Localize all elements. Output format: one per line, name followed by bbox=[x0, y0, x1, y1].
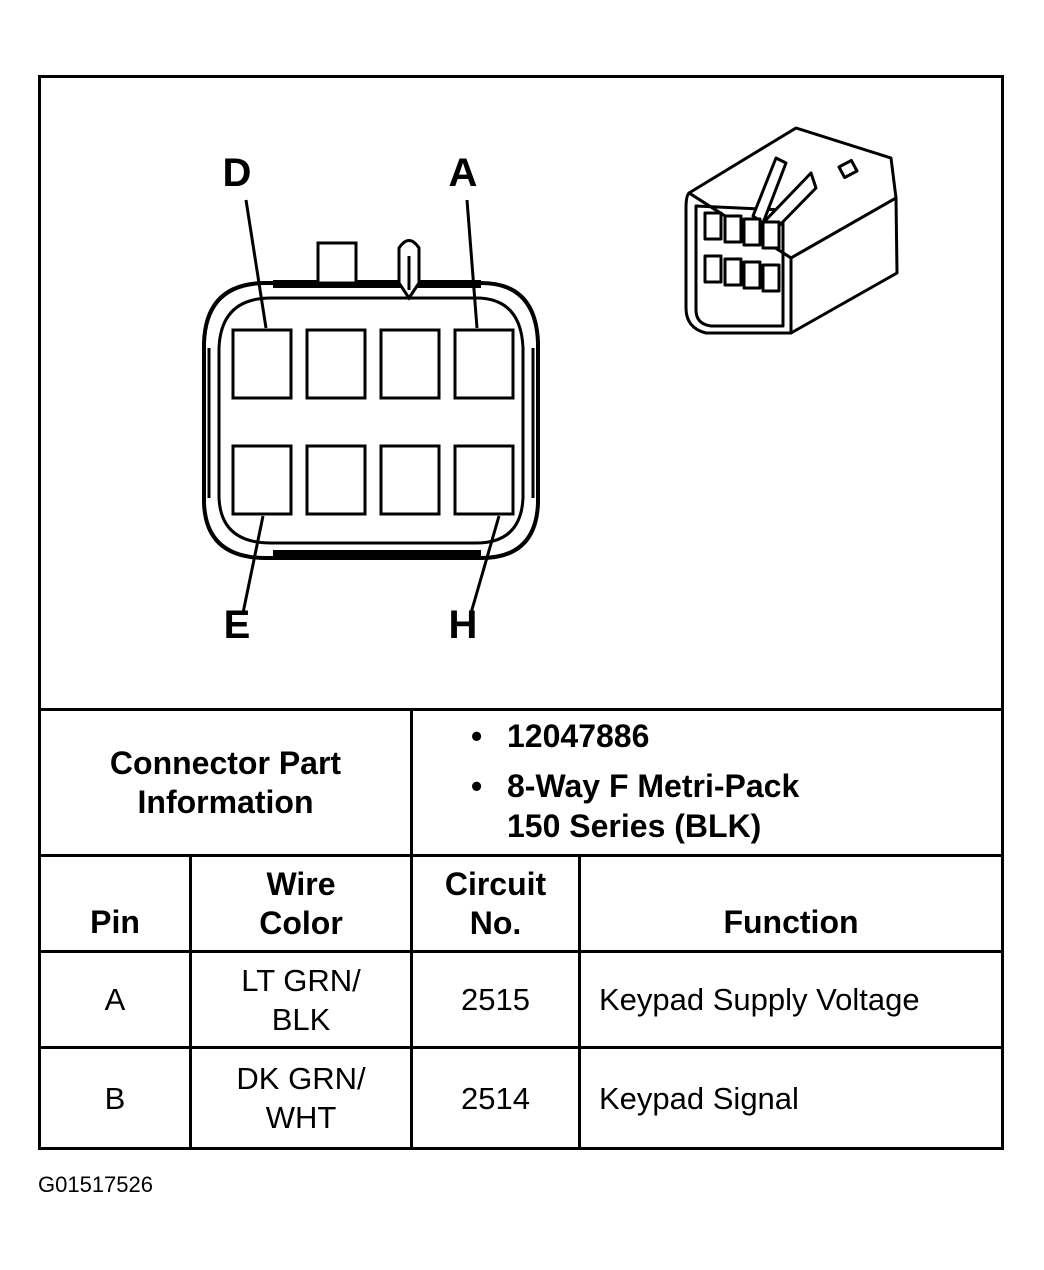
cavity-h bbox=[453, 444, 515, 516]
col-divider-3 bbox=[578, 854, 581, 1147]
part-number: 12047886 bbox=[507, 718, 650, 754]
table-top-border bbox=[41, 708, 1001, 711]
part-info-list: • 12047886 • 8-Way F Metri-Pack 150 Seri… bbox=[471, 716, 991, 856]
col-divider-2 bbox=[410, 854, 413, 1147]
header-bottom-border bbox=[41, 950, 1001, 953]
pin-label-d: D bbox=[223, 151, 252, 195]
row-a-bottom-border bbox=[41, 1046, 1001, 1049]
row-a-wire-color: LT GRN/ BLK bbox=[192, 953, 410, 1046]
pin-label-h: H bbox=[449, 603, 478, 647]
connector-3d-view bbox=[684, 126, 899, 335]
header-circuit-line2: No. bbox=[469, 904, 522, 941]
part-info-item: • 8-Way F Metri-Pack 150 Series (BLK) bbox=[471, 766, 991, 846]
connector-sheet: D A E H bbox=[38, 75, 1004, 1150]
row-b-function-text: Keypad Signal bbox=[599, 1080, 799, 1116]
row-b-wire-color: DK GRN/ WHT bbox=[192, 1049, 410, 1147]
header-circuit-line1: Circuit bbox=[444, 865, 547, 902]
cavity-e bbox=[231, 444, 293, 516]
cavity-a bbox=[453, 328, 515, 400]
header-wire-line2: Color bbox=[259, 904, 343, 941]
part-info-bottom-border bbox=[41, 854, 1001, 857]
figure-id: G01517526 bbox=[38, 1172, 153, 1197]
col-divider-1 bbox=[189, 854, 192, 1147]
row-a-function: Keypad Supply Voltage bbox=[581, 953, 1001, 1046]
part-description-line2: 150 Series (BLK) bbox=[507, 808, 762, 844]
row-a-function-text: Keypad Supply Voltage bbox=[599, 982, 920, 1017]
part-info-label-line2: Information bbox=[137, 783, 314, 820]
pin-cavities bbox=[231, 328, 515, 516]
part-description: 8-Way F Metri-Pack 150 Series (BLK) bbox=[507, 766, 799, 846]
bullet-icon: • bbox=[471, 718, 483, 754]
part-info-label: Connector Part Information bbox=[41, 711, 410, 854]
row-b-function: Keypad Signal bbox=[581, 1049, 1001, 1147]
pin-label-e: E bbox=[224, 603, 251, 647]
cavity-d bbox=[231, 328, 293, 400]
part-info-item: • 12047886 bbox=[471, 716, 991, 756]
header-pin: Pin bbox=[41, 857, 189, 950]
row-a-pin: A bbox=[41, 953, 189, 1046]
cavity-f bbox=[305, 444, 367, 516]
row-b-pin-text: B bbox=[104, 1080, 126, 1116]
header-wire-color: Wire Color bbox=[192, 857, 410, 950]
row-b-circuit-text: 2514 bbox=[461, 1080, 530, 1116]
leader-lines bbox=[241, 199, 501, 614]
part-info-label-line1: Connector Part bbox=[109, 744, 342, 781]
part-info-divider bbox=[410, 708, 413, 857]
row-a-circuit: 2515 bbox=[413, 953, 578, 1046]
row-a-wire-line1: LT GRN/ bbox=[241, 962, 361, 998]
bullet-icon: • bbox=[471, 768, 483, 804]
row-b-circuit: 2514 bbox=[413, 1049, 578, 1147]
row-a-pin-text: A bbox=[104, 982, 126, 1017]
row-b-wire-line1: DK GRN/ bbox=[236, 1061, 366, 1096]
cavity-b bbox=[379, 328, 441, 400]
header-wire-line1: Wire bbox=[266, 865, 336, 902]
row-b-pin: B bbox=[41, 1049, 189, 1147]
header-pin-text: Pin bbox=[90, 904, 140, 940]
connector-face bbox=[202, 239, 540, 560]
row-b-wire-line2: WHT bbox=[265, 1100, 337, 1135]
cavity-g bbox=[379, 444, 441, 516]
row-a-wire-line2: BLK bbox=[271, 1001, 331, 1037]
part-description-line1: 8-Way F Metri-Pack bbox=[507, 768, 800, 804]
header-circuit: Circuit No. bbox=[413, 857, 578, 950]
pin-label-a: A bbox=[449, 151, 478, 195]
header-function-text: Function bbox=[723, 904, 859, 940]
header-function: Function bbox=[581, 857, 1001, 950]
connector-diagram: D A E H bbox=[202, 126, 899, 647]
row-a-circuit-text: 2515 bbox=[461, 982, 530, 1017]
cavity-c bbox=[305, 328, 367, 400]
